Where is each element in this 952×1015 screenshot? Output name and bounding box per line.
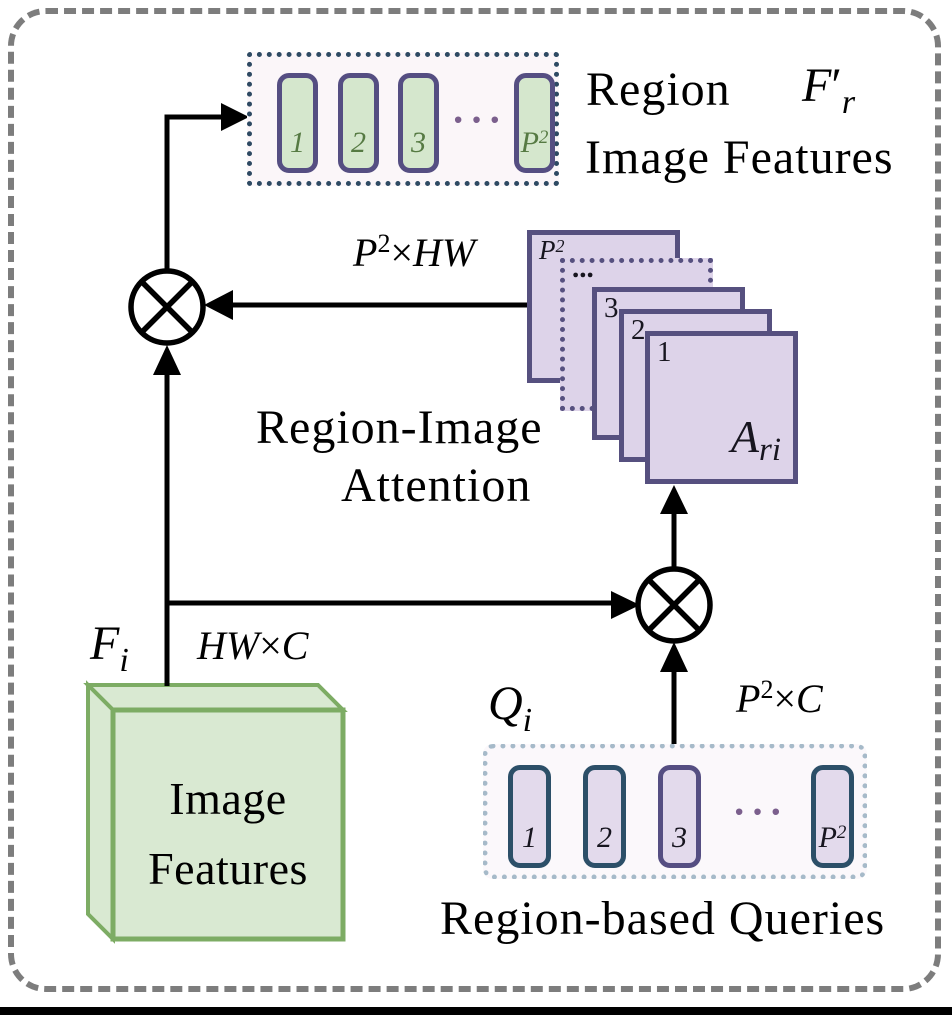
ellipsis-dots: ···	[732, 789, 788, 834]
bottom-rule	[0, 1007, 952, 1015]
arrow-into-matmul2-bottom	[660, 642, 688, 672]
region-feature-token-3: 3	[398, 73, 439, 173]
query-token-1: 1	[508, 765, 551, 868]
token-label: P2	[520, 126, 549, 159]
region-feature-token-1: 1	[277, 73, 318, 173]
wires	[164, 114, 677, 744]
image-features-line1: Image	[169, 773, 287, 824]
var-f-prime-r: F′r	[802, 59, 856, 121]
dim-label-p2hw: P2×HW	[353, 229, 476, 275]
queries-caption: Region-based Queries	[440, 892, 886, 945]
var-a-ri: Ari	[730, 411, 781, 468]
attention-caption-line1: Region-Image	[256, 401, 543, 454]
region-feature-token-2: 2	[338, 73, 379, 173]
region-features-title-word: Region	[586, 63, 731, 116]
region-image-features-box: 1 2 3 ··· P2	[247, 52, 559, 186]
arrow-into-matmul1-bottom	[153, 345, 181, 375]
dim-label-p2c: P2×C	[736, 675, 823, 721]
query-token-2: 2	[583, 765, 626, 868]
figure-dashed-frame	[8, 8, 941, 992]
token-label: 2	[351, 126, 366, 159]
region-features-title-line2: Image Features	[585, 131, 894, 184]
image-features-cube	[83, 680, 348, 944]
query-token-3: 3	[658, 765, 701, 868]
var-q-i: Qi	[488, 677, 533, 739]
image-features-label: Image Features	[113, 764, 343, 904]
region-feature-token-p2: P2	[514, 73, 555, 173]
arrow-into-stack	[660, 485, 688, 514]
token-label: 3	[411, 126, 426, 159]
region-queries-box: 1 2 3 ··· P2	[483, 744, 867, 879]
token-label: P2	[818, 821, 847, 854]
matrix-index: 2	[631, 314, 646, 346]
attention-matrix-1: 1 Ari	[645, 331, 798, 484]
attention-caption-line2: Attention	[341, 459, 532, 512]
arrow-into-matmul2-left	[611, 591, 640, 619]
matrix-index: ...	[572, 252, 594, 284]
arrowheads	[153, 103, 688, 672]
matrix-index: 3	[604, 292, 619, 324]
query-token-p2: P2	[811, 765, 854, 868]
token-label: 1	[290, 126, 305, 159]
matmul-operator-2	[635, 566, 713, 644]
token-label: 2	[597, 821, 612, 854]
wire-matmul1-to-output	[164, 114, 227, 274]
arrow-into-matmul1-right	[204, 290, 233, 320]
var-f-i: Fi	[90, 617, 129, 679]
matrix-index: 1	[657, 336, 672, 368]
image-features-line2: Features	[148, 843, 308, 894]
token-label: 1	[522, 821, 537, 854]
matmul-operator-1	[128, 268, 206, 346]
arrow-into-region-box	[221, 103, 249, 131]
matrix-index: P2	[539, 235, 565, 265]
ellipsis-dots: ···	[451, 96, 507, 142]
dim-label-hwc: HW×C	[197, 623, 309, 668]
token-label: 3	[672, 821, 687, 854]
